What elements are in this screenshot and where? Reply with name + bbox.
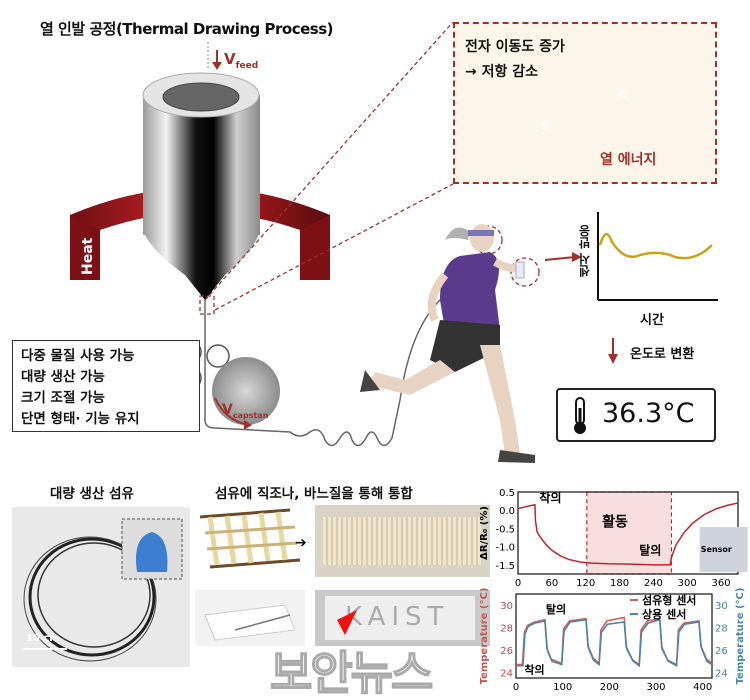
chart2-xtick: 200 <box>600 682 619 693</box>
fiber-spool-photo: 10 cm <box>12 507 190 667</box>
chart2-ytick-left: 28 <box>500 624 513 635</box>
inset-line1: 전자 이동도 증가 <box>465 39 565 55</box>
thermometer-icon <box>574 397 586 434</box>
fiber-strand <box>204 277 461 447</box>
chart1-xtick: 60 <box>545 578 558 589</box>
feature-item: 크기 조절 가능 <box>21 390 105 406</box>
chart1-ytick: 0.0 <box>499 506 515 517</box>
features-box: 다중 물질 사용 가능 대량 생산 가능 크기 조절 가능 단면 형태· 기능 … <box>12 340 200 432</box>
kaist-text: KAIST <box>345 602 450 632</box>
weave-illustration <box>199 508 301 569</box>
chart2-ytick-right: 28 <box>715 624 728 635</box>
chart1-ytick: -0.5 <box>495 524 515 535</box>
heater-ring <box>70 187 330 280</box>
sensor-photo-inset <box>699 527 748 572</box>
chart1-xtick: 360 <box>712 578 731 589</box>
chart1-xtick: 120 <box>576 578 595 589</box>
chart1-xtick: 0 <box>515 578 521 589</box>
convert-label: 온도로 변환 <box>630 347 695 362</box>
feature-item: 다중 물질 사용 가능 <box>21 348 135 364</box>
capstan-wheel <box>212 357 280 425</box>
chart1-ytick: -1.0 <box>495 543 515 554</box>
feature-item: 대량 생산 가능 <box>21 369 105 385</box>
chart2-xtick: 400 <box>693 682 712 693</box>
remove-annotation: 탈의 <box>639 543 661 558</box>
heat-label: Heat <box>80 237 96 275</box>
sensor-label: Sensor <box>701 545 732 554</box>
watermark: 보안뉴스 <box>269 646 434 700</box>
chart2-ylabel-left: Temperature (°C) <box>480 588 490 685</box>
inset-line2: → 저항 감소 <box>465 64 538 80</box>
v-feed-sub: feed <box>235 61 259 71</box>
temperature-display: 36.3°C <box>556 388 716 442</box>
chart1-ytick: 0.5 <box>499 488 515 499</box>
fiber-coil-drawing <box>22 518 183 662</box>
chart2-ytick-left: 24 <box>500 668 513 679</box>
chart2-ytick-left: 26 <box>500 646 513 657</box>
remove-annotation: 탈의 <box>546 602 566 616</box>
chart2-ytick-left: 30 <box>500 601 513 612</box>
feed-arrow <box>207 42 222 70</box>
chart1-series-line <box>517 502 739 566</box>
chart1-xtick: 240 <box>644 578 663 589</box>
chart2-frame <box>515 593 713 679</box>
heat-energy-label: 열 에너지 <box>600 152 657 168</box>
chart2-xtick: 300 <box>646 682 665 693</box>
chart2-ytick-right: 26 <box>715 646 728 657</box>
activity-annotation: 활동 <box>602 514 628 531</box>
preform-cylinder <box>143 95 260 235</box>
mini-graph-ylabel: 센서 반응 <box>578 225 592 278</box>
scale-bar-label: 10 cm <box>26 633 60 644</box>
mass-fiber-title: 대량 생산 섬유 <box>50 486 134 502</box>
v-feed-main: V <box>224 50 236 68</box>
electron-label: e <box>618 87 627 102</box>
chart2-xtick: 100 <box>553 682 572 693</box>
chart2-xtick: 0 <box>513 682 519 693</box>
feature-item: 단면 형태· 기능 유지 <box>21 411 140 427</box>
v-feed-label: Vfeed <box>224 50 258 71</box>
chart2-ytick-right: 24 <box>715 668 728 679</box>
sewn-fabric-photo <box>195 590 305 646</box>
arrow-icon: ➔ <box>295 535 307 551</box>
runner-figure <box>360 224 535 463</box>
woven-fabric-photo <box>315 505 490 577</box>
chart1-ytick: -1.5 <box>495 561 515 572</box>
chart2-ylabel-right: Temperature (°C) <box>735 588 746 685</box>
legend-label: 섬유형 센서 <box>642 593 696 607</box>
electron-label: e <box>540 119 549 134</box>
mini-sensor-graph <box>597 212 718 301</box>
chart1-ylabel: ΔR/R₀ (%) <box>480 506 490 560</box>
mini-graph-xlabel: 시간 <box>640 313 664 328</box>
wear-annotation: 착의 <box>539 490 561 505</box>
mechanism-inset: 전자 이동도 증가 → 저항 감소 열 에너지 e e <box>453 22 717 184</box>
v-capstan-label: Vcapstan <box>222 402 268 420</box>
chart1-xtick: 300 <box>678 578 697 589</box>
chart1-xtick: 180 <box>610 578 629 589</box>
preform-neck <box>143 230 260 300</box>
process-title: 열 인발 공정(Thermal Drawing Process) <box>40 20 333 38</box>
temperature-value: 36.3°C <box>602 398 695 429</box>
v-capstan-sub: capstan <box>232 410 269 420</box>
v-capstan-main: V <box>222 402 233 418</box>
chart2-series-line <box>516 618 713 668</box>
activity-region <box>586 491 673 575</box>
integration-title: 섬유에 직조나, 바느질을 통해 통합 <box>215 486 413 502</box>
kaist-embroidery-photo: KAIST <box>315 590 490 646</box>
legend-label: 상용 센서 <box>642 607 686 621</box>
chart2-ytick-right: 30 <box>715 601 728 612</box>
wear-annotation: 착의 <box>524 663 544 677</box>
